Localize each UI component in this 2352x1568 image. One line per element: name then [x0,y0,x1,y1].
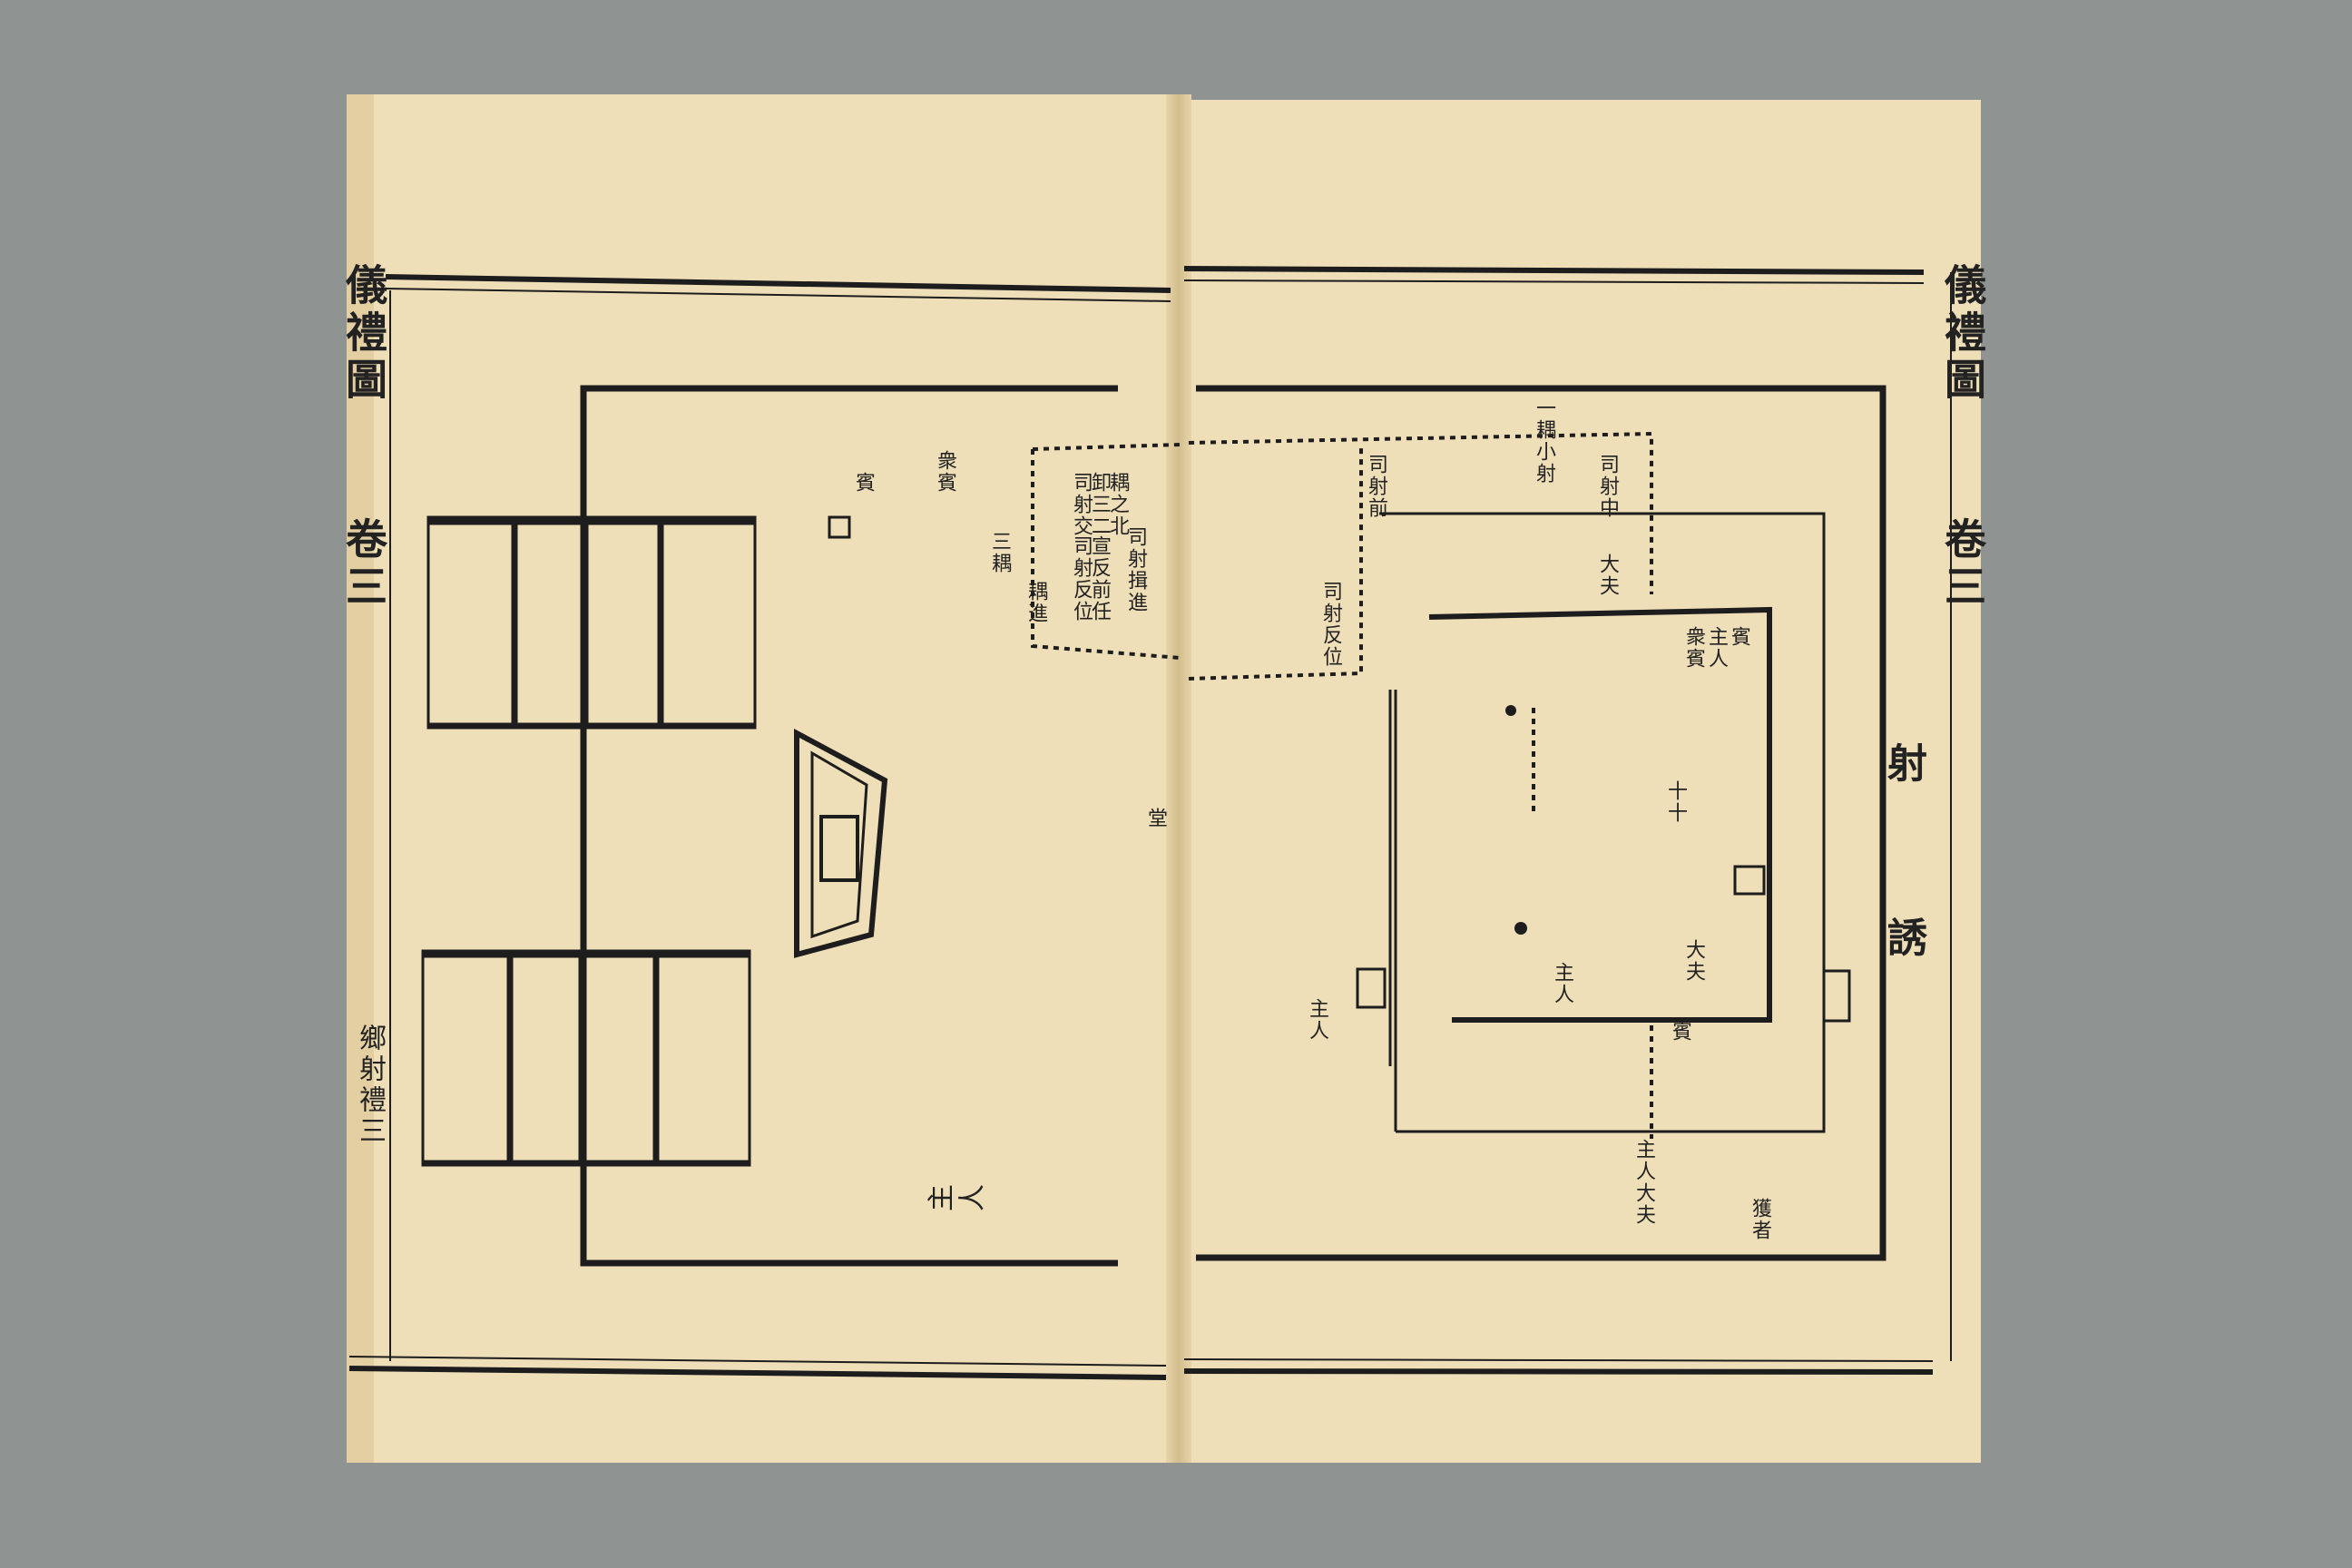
label-bottom-e: 主人 [1306,998,1328,1042]
label-official-2: 卸三二 [1088,472,1111,537]
label-top-c: 大夫 [1596,554,1619,597]
label-official-3: 耦之北 [1106,472,1129,537]
label-inner-col-3: 衆賓 [1682,626,1705,670]
left-volume-label: 卷三 [339,517,388,612]
label-guest-seat: 衆賓 [934,450,956,494]
label-official-1: 司射交 [1070,472,1093,537]
right-running-title: 儀禮圖 [1938,263,1987,405]
left-section-label: 鄉射禮三 [354,1024,386,1147]
label-left-a: 司射反位 [1319,581,1342,668]
label-bottom-c: 主人大夫 [1632,1139,1655,1226]
left-running-title: 儀禮圖 [339,263,388,405]
label-center-a: 十十 [1664,780,1687,824]
right-volume-label: 卷三 [1938,517,1987,612]
right-subheading: 誘 [1880,916,1926,965]
label-left-b: 司射前 [1365,454,1387,519]
left-page [347,94,1180,1463]
label-top-b: 司射中 [1596,454,1619,519]
label-official-6: 宣反前任 [1088,535,1111,622]
label-bottom-b: 大夫 [1682,939,1705,983]
label-official-4: 司射揖進 [1124,526,1147,613]
label-official-7: 耦進 [1024,581,1047,624]
label-inner-col-1: 賓 [1728,626,1750,648]
right-heading: 射 [1880,742,1926,791]
label-bottom-d: 賓 [1669,1021,1691,1043]
label-three-ears: 三耦 [988,531,1011,574]
label-inner-col-2: 主人 [1705,626,1728,670]
label-footer: 獲者 [1749,1198,1771,1241]
spine-gutter [1166,94,1191,1463]
label-guest: 賓 [852,472,875,494]
label-host-lower: 主人 [926,1185,988,1217]
label-bottom-a: 主人 [1551,962,1573,1005]
label-center-small: 堂 [1144,808,1167,829]
label-official-5: 司射反位 [1070,535,1093,622]
right-page [1182,100,1981,1463]
page-edges [347,94,374,1463]
label-top-a: 一耦小射 [1533,397,1555,485]
